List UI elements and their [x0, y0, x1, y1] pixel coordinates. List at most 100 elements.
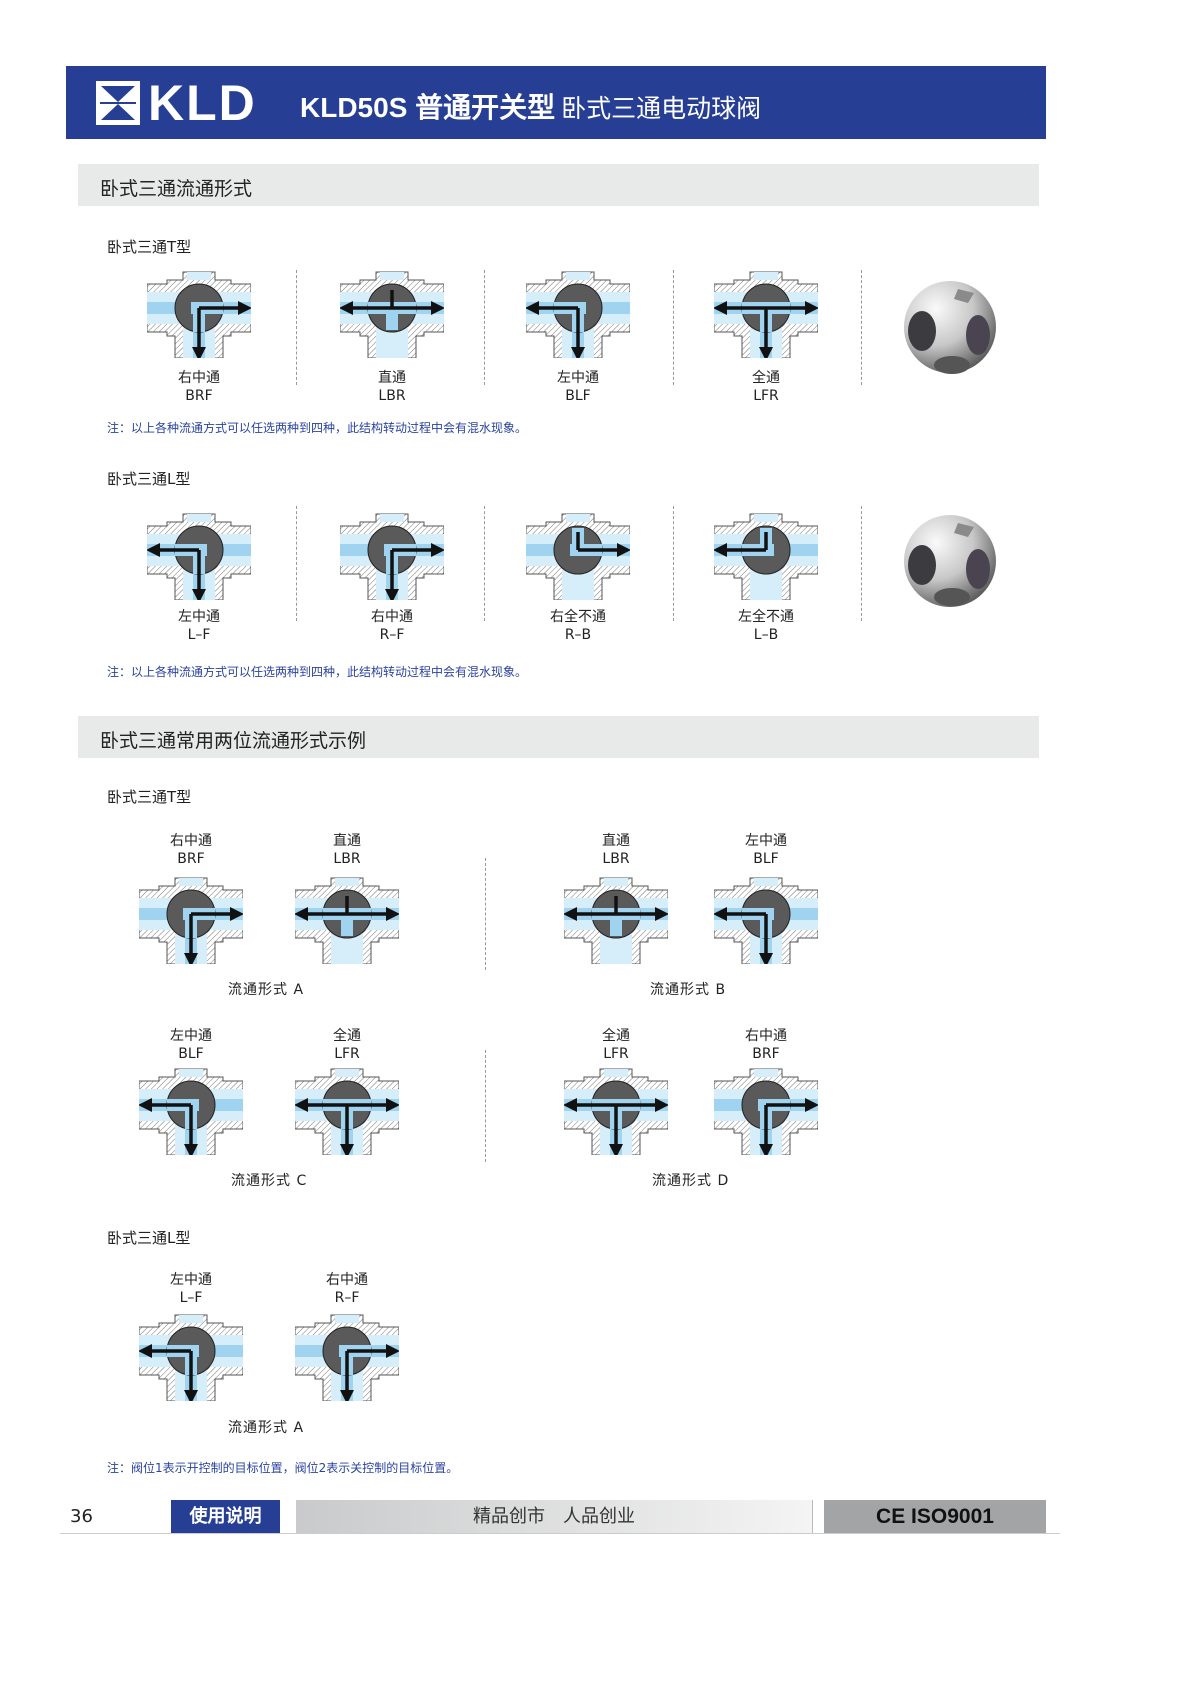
valve-diagram-L-F — [146, 512, 252, 603]
flow-name: 全通 — [333, 1028, 361, 1044]
valve-diagram-R-F — [294, 1313, 400, 1404]
dashed-divider — [484, 270, 485, 385]
flow-name: 右中通 — [745, 1028, 787, 1044]
valve-diagram-L-F — [138, 1313, 244, 1404]
flow-name: 左全不通 — [738, 609, 794, 625]
flow-code: LFR — [334, 1046, 360, 1062]
valve-label: 右中通 R–F — [287, 1271, 407, 1307]
flow-code: L–F — [179, 1290, 203, 1306]
dashed-divider — [484, 506, 485, 621]
flow-name: 全通 — [602, 1028, 630, 1044]
flow-name: 左中通 — [178, 609, 220, 625]
l-type-heading: 卧式三通L型 — [107, 470, 191, 488]
model-title: KLD50S 普通开关型 — [300, 92, 556, 123]
flow-code: BRF — [752, 1046, 780, 1062]
valve-diagram-LBR — [294, 876, 400, 965]
flow-code: R–F — [379, 627, 405, 643]
l-type-note: 注：以上各种流通方式可以任选两种到四种，此结构转动过程中会有混水现象。 — [107, 665, 528, 679]
dashed-divider — [673, 506, 674, 621]
valve-label: 左中通 BLF — [131, 1027, 251, 1063]
page-header: KLD KLD50S 普通开关型卧式三通电动球阀 — [66, 66, 1046, 139]
flow-pattern-caption: 流通形式 C — [231, 1173, 308, 1189]
valve-diagram-LFR — [713, 270, 819, 361]
flow-name: 直通 — [333, 833, 361, 849]
valve-label: 直通 LBR — [556, 832, 676, 868]
valve-diagram-R-B — [525, 512, 631, 601]
flow-name: 右全不通 — [550, 609, 606, 625]
valve-label: 直通 LBR — [332, 369, 452, 405]
flow-name: 左中通 — [170, 1272, 212, 1288]
valve-label: 右中通 BRF — [139, 369, 259, 405]
valve-diagram-LBR — [563, 876, 669, 965]
footer-section-label: 使用说明 — [171, 1500, 280, 1533]
flow-code: BLF — [565, 388, 591, 404]
valve-label: 左中通 L–F — [139, 608, 259, 644]
dashed-divider — [485, 858, 486, 970]
flow-name: 右中通 — [326, 1272, 368, 1288]
flow-name: 直通 — [378, 370, 406, 386]
flow-pattern-caption: 流通形式 B — [650, 982, 727, 998]
l-type-heading-2: 卧式三通L型 — [107, 1229, 191, 1247]
position-note: 注：阀位1表示开控制的目标位置，阀位2表示关控制的目标位置。 — [107, 1461, 459, 1475]
flow-code: R–F — [334, 1290, 360, 1306]
flow-code: BRF — [185, 388, 213, 404]
valve-diagram-BRF — [146, 270, 252, 361]
flow-name: 右中通 — [170, 833, 212, 849]
valve-diagram-LFR — [294, 1067, 400, 1158]
valve-diagram-BRF — [713, 1067, 819, 1158]
flow-code: LBR — [378, 388, 406, 404]
flow-code: LFR — [753, 388, 779, 404]
valve-label: 右中通 R–F — [332, 608, 452, 644]
valve-diagram-BLF — [713, 876, 819, 967]
valve-label: 全通 LFR — [706, 369, 826, 405]
valve-label: 右全不通 R–B — [518, 608, 638, 644]
product-subtitle: 卧式三通电动球阀 — [561, 95, 762, 123]
logo-text: KLD — [148, 75, 257, 131]
dashed-divider — [861, 506, 862, 621]
t-type-heading: 卧式三通T型 — [107, 238, 192, 256]
flow-name: 右中通 — [371, 609, 413, 625]
section-title: 卧式三通常用两位流通形式示例 — [100, 730, 367, 752]
section-bar-flow-types: 卧式三通流通形式 — [78, 164, 1039, 206]
page-title: KLD50S 普通开关型卧式三通电动球阀 — [300, 86, 761, 126]
dashed-divider — [673, 270, 674, 385]
flow-code: BLF — [753, 851, 779, 867]
t-type-heading-2: 卧式三通T型 — [107, 788, 192, 806]
valve-ball-image — [902, 513, 998, 609]
footer-divider — [60, 1533, 1060, 1534]
dashed-divider — [296, 506, 297, 621]
dashed-divider — [485, 1050, 486, 1162]
valve-diagram-BLF — [138, 1067, 244, 1158]
flow-name: 左中通 — [170, 1028, 212, 1044]
valve-diagram-L-B — [713, 512, 819, 601]
flow-code: BRF — [177, 851, 205, 867]
flow-pattern-caption: 流通形式 A — [228, 982, 305, 998]
logo-mark-icon — [96, 81, 140, 125]
page-number: 36 — [70, 1506, 93, 1527]
valve-ball-image — [902, 279, 998, 375]
valve-label: 左中通 BLF — [518, 369, 638, 405]
dashed-divider — [296, 270, 297, 385]
valve-label: 全通 LFR — [287, 1027, 407, 1063]
flow-code: LBR — [602, 851, 630, 867]
flow-name: 左中通 — [557, 370, 599, 386]
flow-pattern-caption: 流通形式 A — [228, 1420, 305, 1436]
flow-code: R–B — [564, 627, 592, 643]
flow-code: L–F — [187, 627, 211, 643]
flow-code: BLF — [178, 1046, 204, 1062]
flow-name: 直通 — [602, 833, 630, 849]
valve-label: 直通 LBR — [287, 832, 407, 868]
valve-diagram-R-F — [339, 512, 445, 603]
valve-label: 右中通 BRF — [706, 1027, 826, 1063]
kld-logo: KLD — [96, 75, 257, 131]
flow-name: 全通 — [752, 370, 780, 386]
dashed-divider — [861, 270, 862, 385]
valve-diagram-LBR — [339, 270, 445, 359]
flow-code: LBR — [333, 851, 361, 867]
flow-pattern-caption: 流通形式 D — [652, 1173, 730, 1189]
valve-label: 右中通 BRF — [131, 832, 251, 868]
t-type-note: 注：以上各种流通方式可以任选两种到四种，此结构转动过程中会有混水现象。 — [107, 421, 528, 435]
flow-name: 右中通 — [178, 370, 220, 386]
